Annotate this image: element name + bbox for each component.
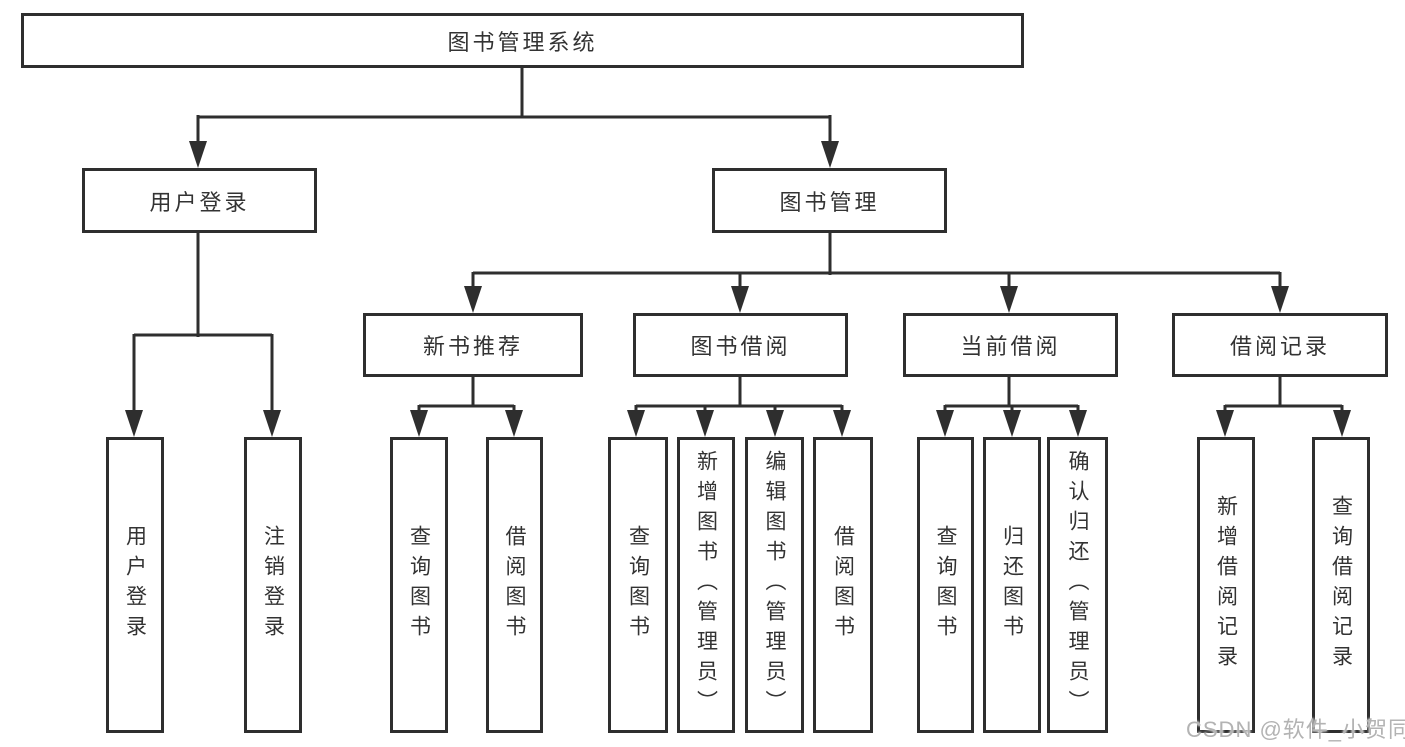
leaf-query-borrow-record: 查询借阅记录 — [1312, 437, 1370, 733]
leaf-confirm-return-admin: 确认归还（管理员） — [1047, 437, 1108, 733]
node-book-management: 图书管理 — [712, 168, 947, 233]
leaf-return-books: 归还图书 — [983, 437, 1041, 733]
leaf-query-books-recommend: 查询图书 — [390, 437, 448, 733]
node-current-borrowing: 当前借阅 — [903, 313, 1118, 377]
leaf-edit-books-admin: 编辑图书（管理员） — [745, 437, 804, 733]
leaf-add-borrow-record: 新增借阅记录 — [1197, 437, 1255, 733]
node-borrowing-records: 借阅记录 — [1172, 313, 1388, 377]
leaf-user-login: 用户登录 — [106, 437, 164, 733]
leaf-query-books-borrowing: 查询图书 — [608, 437, 668, 733]
leaf-borrow-books: 借阅图书 — [813, 437, 873, 733]
leaf-query-books-current: 查询图书 — [917, 437, 974, 733]
csdn-watermark: CSDN @软件_小贺同学 — [1186, 717, 1405, 742]
arrowheads — [125, 141, 1351, 437]
node-book-borrowing: 图书借阅 — [633, 313, 848, 377]
node-library-management-system: 图书管理系统 — [21, 13, 1024, 68]
node-user-login: 用户登录 — [82, 168, 317, 233]
node-new-book-recommend: 新书推荐 — [363, 313, 583, 377]
leaf-logout: 注销登录 — [244, 437, 302, 733]
leaf-add-books-admin: 新增图书（管理员） — [677, 437, 735, 733]
leaf-borrow-books-recommend: 借阅图书 — [486, 437, 543, 733]
